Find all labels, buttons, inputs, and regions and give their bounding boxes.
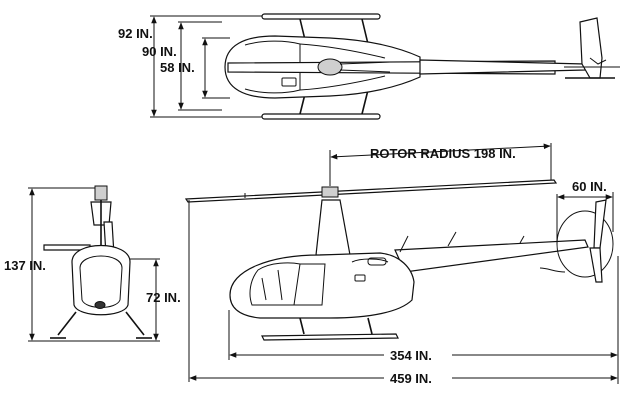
front-rotor-hub bbox=[94, 185, 108, 201]
dim-90-label: 90 IN. bbox=[142, 44, 177, 59]
rotor-radius-label: ROTOR RADIUS 198 IN. bbox=[370, 146, 516, 161]
rotor-radius-line bbox=[330, 143, 551, 160]
dim-354-label: 354 IN. bbox=[390, 348, 432, 363]
dim-58-label: 58 IN. bbox=[160, 60, 195, 75]
front-view: 137 IN. 72 IN. bbox=[4, 185, 181, 342]
dim-137-label: 137 IN. bbox=[4, 258, 46, 273]
dim-92-label: 92 IN. bbox=[118, 26, 153, 41]
dim-60-label: 60 IN. bbox=[572, 179, 607, 194]
side-rotor-hub bbox=[321, 186, 339, 198]
side-fuselage bbox=[229, 252, 415, 319]
front-cabin bbox=[71, 245, 131, 316]
top-view: 92 IN. 90 IN. 58 IN. bbox=[118, 13, 620, 120]
dim-459-label: 459 IN. bbox=[390, 371, 432, 386]
side-landing-skid bbox=[261, 333, 399, 341]
dim-72-label: 72 IN. bbox=[146, 290, 181, 305]
top-skids bbox=[261, 13, 381, 120]
side-rotor-blade bbox=[184, 179, 558, 203]
side-view: ROTOR RADIUS 198 IN. 60 IN. bbox=[184, 143, 619, 386]
